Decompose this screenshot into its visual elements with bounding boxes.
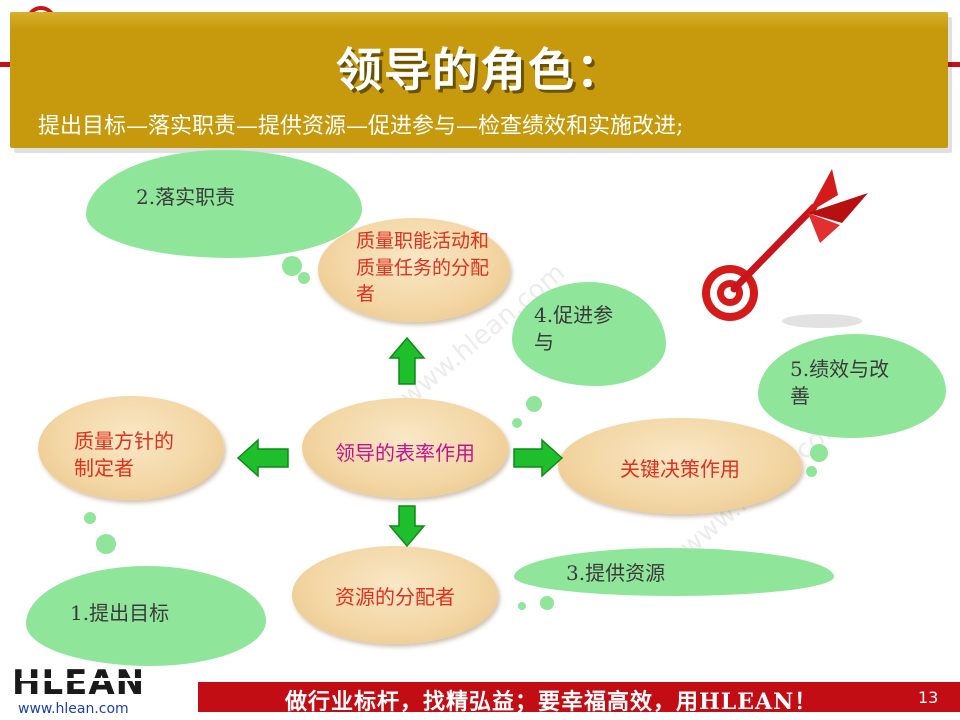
step-4-label: 4.促进参与 <box>534 303 614 354</box>
cloud-step-5 <box>758 334 946 438</box>
cloud-step-2 <box>86 150 362 258</box>
arrow-left-icon <box>236 438 289 478</box>
cloud-step-1 <box>26 566 266 666</box>
step-5-label: 5.绩效与改善 <box>790 357 890 408</box>
role-label-left: 质量方针的制定者 <box>74 429 174 480</box>
footer-slogan: 做行业标杆，找精弘益；要幸福高效，用HLEAN！ <box>285 689 818 715</box>
role-label-bottom: 资源的分配者 <box>335 585 455 609</box>
cloud-bubble <box>810 444 828 462</box>
arrow-down-icon <box>388 505 426 548</box>
hlean-logo: HLEAN <box>12 663 146 703</box>
cloud-bubble <box>96 534 116 554</box>
cloud-step-4 <box>512 282 666 386</box>
slide-subtitle: 提出目标—落实职责—提供资源—促进参与—检查绩效和实施改进; <box>38 114 684 139</box>
dart-target-icon <box>702 169 868 328</box>
step-1-label: 1.提出目标 <box>70 601 170 625</box>
arrow-up-icon <box>388 336 426 385</box>
cloud-bubble <box>512 418 522 428</box>
role-label-top: 质量职能活动和质量任务的分配者 <box>356 230 490 306</box>
role-node-top <box>318 218 510 322</box>
center-node-label: 领导的表率作用 <box>335 441 475 465</box>
cloud-bubble <box>298 272 310 284</box>
step-2-label: 2.落实职责 <box>136 185 236 209</box>
logo-stripe <box>20 678 165 681</box>
footer-bar <box>198 682 960 712</box>
cloud-bubble <box>806 466 817 477</box>
role-label-right: 关键决策作用 <box>620 457 740 481</box>
step-3-label: 3.提供资源 <box>566 561 666 585</box>
role-node-bottom <box>292 546 498 644</box>
cloud-bubble <box>282 256 302 276</box>
cloud-bubble <box>526 396 542 412</box>
role-node-left <box>38 396 224 500</box>
arrow-right-icon <box>513 438 564 478</box>
center-node <box>302 398 508 498</box>
footer-url: www.hlean.com <box>18 701 129 717</box>
cloud-bubble <box>540 596 554 610</box>
cloud-bubble <box>518 602 526 610</box>
page-number: 13 <box>918 688 939 707</box>
cloud-step-3 <box>514 548 834 596</box>
cloud-bubble <box>84 512 96 524</box>
slide-title: 领导的角色： <box>336 43 624 97</box>
role-node-right <box>558 418 802 514</box>
title-banner <box>10 12 948 148</box>
title-banner-highlight <box>10 12 948 30</box>
